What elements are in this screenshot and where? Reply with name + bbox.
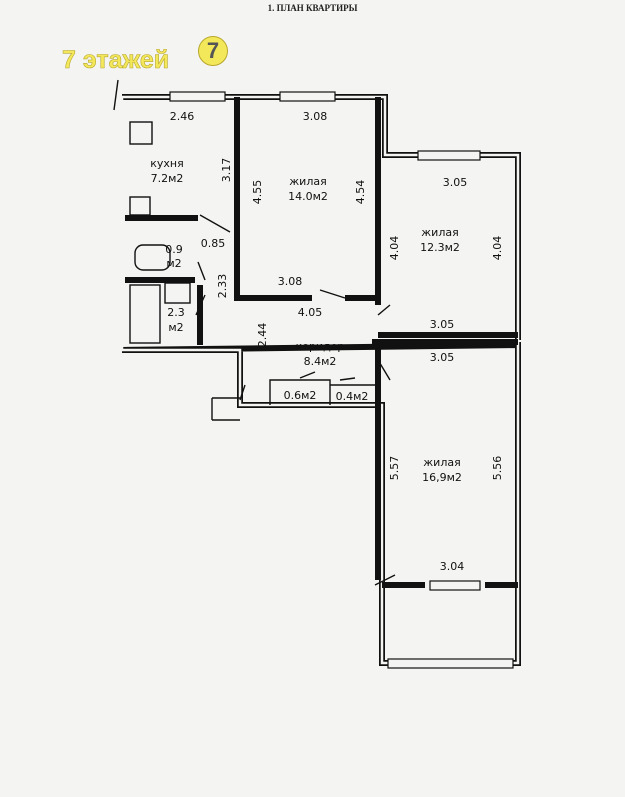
corridor-dim-top: 4.05 <box>298 306 323 319</box>
toilet-dim: 0.85 <box>201 237 226 250</box>
kitchen-area: 7.2м2 <box>151 172 184 185</box>
washbasin-icon <box>164 282 191 304</box>
living1-dim-left: 4.55 <box>251 180 264 205</box>
toilet-area-num: 0.9 <box>165 243 183 256</box>
toilet-area-unit: м2 <box>166 257 181 270</box>
kitchen-dim-top: 2.46 <box>170 110 195 123</box>
living1-name: жилая <box>289 175 326 188</box>
closet1-area: 0.6м2 <box>284 389 317 402</box>
living1-area: 14.0м2 <box>288 190 328 203</box>
living3-area: 16,9м2 <box>422 471 462 484</box>
floor-badge: 7 <box>198 36 228 66</box>
living2-dim-top: 3.05 <box>443 176 468 189</box>
living2-dim-bottom: 3.05 <box>430 318 455 331</box>
living3-dim-bottom: 3.04 <box>440 560 465 573</box>
floors-label: 7 этажей <box>62 46 170 75</box>
toilet-icon <box>134 244 171 271</box>
corridor-name: коридор <box>296 340 345 353</box>
closet2-area: 0.4м2 <box>336 390 369 403</box>
bath-area-unit: м2 <box>168 321 183 334</box>
living3-dim-left: 5.57 <box>388 456 401 481</box>
living2-area: 12.3м2 <box>420 241 460 254</box>
living3-dim-right: 5.56 <box>491 456 504 481</box>
stove-icon <box>129 121 153 145</box>
kitchen-name: кухня <box>150 157 183 170</box>
fixtures <box>129 121 191 344</box>
corridor-area: 8.4м2 <box>304 355 337 368</box>
living2-dim-right: 4.04 <box>491 236 504 261</box>
doors <box>195 214 396 586</box>
living2-name: жилая <box>421 226 458 239</box>
living1-dim-bottom: 3.08 <box>278 275 303 288</box>
bath-area-num: 2.3 <box>167 306 185 319</box>
bath-dim: 2.33 <box>216 274 229 299</box>
living2-dim-left: 4.04 <box>388 236 401 261</box>
kitchen-dim-right: 3.17 <box>220 158 233 183</box>
plan-title: 1. ПЛАН КВАРТИРЫ <box>267 3 358 13</box>
living1-dim-right: 4.54 <box>354 180 367 205</box>
living3-dim-top: 3.05 <box>430 351 455 364</box>
bathtub-icon <box>129 284 161 344</box>
living3-name: жилая <box>423 456 460 469</box>
living1-dim-top: 3.08 <box>303 110 328 123</box>
walls <box>113 79 521 666</box>
windows <box>169 91 514 669</box>
sink-icon <box>129 196 151 216</box>
corridor-dim-left: 2.44 <box>256 323 269 348</box>
